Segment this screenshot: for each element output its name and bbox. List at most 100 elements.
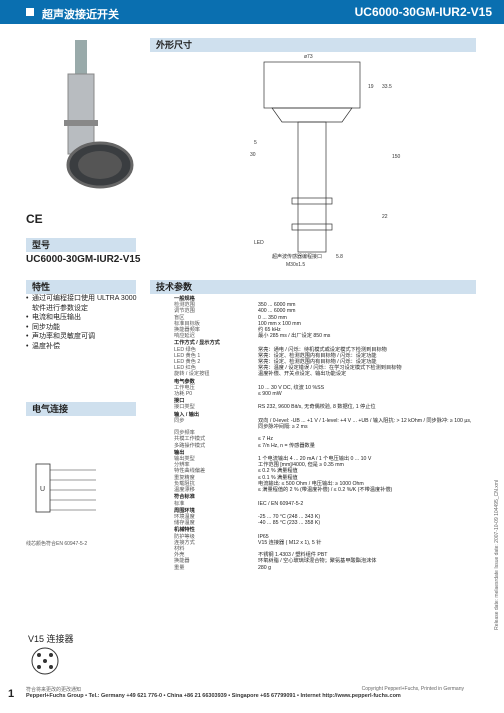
spec-key: 特性曲线偏差 <box>174 468 206 475</box>
spec-value: 常亮：设定、检测范围内有目标物 / 闪烁：设定功能 <box>258 359 377 366</box>
spec-value: 常亮：设定、检测范围内有目标物 / 闪烁：设定功能 <box>258 352 377 359</box>
spec-value <box>258 411 474 418</box>
spec-value: 0 ... 350 mm <box>258 314 287 321</box>
connection-section-header: 电气连接 <box>26 402 136 416</box>
spec-row: 多路操作模式 ≤ 7/n Hz, n = 传感器数量 <box>174 443 474 449</box>
spec-key: 旋转 / 设定按钮 <box>174 371 210 378</box>
spec-value: IEC / EN 60947-5-2 <box>258 500 304 507</box>
spec-row: LED 红色常亮：温度 / 设定错误 / 闪烁：在学习设定模式下检测到目标物 <box>174 365 474 371</box>
spec-row: 特性曲线偏差 ≤ 0.2 % 满量程值 <box>174 468 474 474</box>
spec-key: 防护等级 <box>174 533 195 540</box>
spec-value: ≤ 0.2 % 满量程值 <box>258 468 298 475</box>
spec-key: 负载阻抗 <box>174 480 195 487</box>
spec-value: -25 ... 70 °C (248 ... 343 K) <box>258 513 321 520</box>
spec-key: 外壳 <box>174 552 185 559</box>
spec-row: 机械特性 <box>174 526 474 533</box>
spec-row: 换能器环氧树脂 / 空心玻璃球混合物；聚氨基甲酸酯泡沫体 <box>174 558 474 564</box>
spec-key: 一般规格 <box>174 296 195 302</box>
spec-key: 输入 / 输出 <box>174 411 200 418</box>
spec-key: 周围环境 <box>174 507 195 514</box>
ce-mark: CE <box>26 212 43 226</box>
title-bar: 超声波接近开关 UC6000-30GM-IUR2-V15 <box>0 0 504 24</box>
change-note: 符合将来更改的更改通知 <box>26 687 82 693</box>
spec-key: 工作方式 / 显示方式 <box>174 340 220 347</box>
product-code: UC6000-30GM-IUR2-V15 <box>354 5 492 19</box>
spec-value: 10 ... 30 V DC, 纹波 10 %SS <box>258 384 325 391</box>
dim-label: 5 <box>254 140 257 146</box>
product-image <box>64 40 134 189</box>
spec-row: 换能器频率 约 65 kHz <box>174 327 474 333</box>
spec-row: 功耗 P0≤ 900 mW <box>174 391 474 397</box>
spec-row: 重量 280 g <box>174 565 474 571</box>
spec-value <box>258 526 474 533</box>
page-number: 1 <box>8 688 15 700</box>
spec-row: 分辨率工作范围 [mm]/4000, 但是 ≥ 0.35 mm <box>174 462 474 468</box>
spec-key: 机械特性 <box>174 527 195 534</box>
spec-key: 调节范围 <box>174 308 195 315</box>
spec-key: 输出类型 <box>174 456 195 463</box>
spec-value: ≤ 0.1 % 满量程值 <box>258 474 298 481</box>
brand-square-icon <box>26 8 34 16</box>
copyright: Copyright Pepperl+Fuchs, Printed in Germ… <box>361 686 464 692</box>
spec-key: 换能器频率 <box>174 327 200 334</box>
spec-key: LED 绿色 <box>174 346 196 353</box>
features-section-header: 特性 <box>26 280 136 294</box>
spec-key: 同步 <box>174 417 185 424</box>
v15-connector-label: V15 连接器 <box>28 634 74 644</box>
spec-row: 同步频率 <box>174 430 474 436</box>
spec-value: 350 ... 6000 mm <box>258 302 296 309</box>
dim-label: LED <box>254 240 264 246</box>
dimension-drawing: ø73 19 33.5 5 30 M30x1.5 LED 150 22 5.8 … <box>250 54 401 268</box>
spec-key: 同步频率 <box>174 430 195 437</box>
connection-diagram: U <box>35 463 96 513</box>
spec-row: 环境温度 -25 ... 70 °C (248 ... 343 K) <box>174 514 474 520</box>
spec-value: 温度补偿、开关点设定、输出功能设定 <box>258 371 347 378</box>
spec-key: 重量 <box>174 564 185 571</box>
spec-row: 接口 <box>174 397 474 404</box>
release-info: Release date: melaesrdate Issue date: 20… <box>494 480 500 630</box>
spec-key: 环境温度 <box>174 513 195 520</box>
spec-row: 温度漂移≤ 满量程值的 2 % (带温度补偿) / ≤ 0.2 %/K (不带温… <box>174 487 474 493</box>
dimensions-section-header: 外形尺寸 <box>150 38 476 52</box>
spec-row: 负载阻抗电流输出: ≤ 500 Ohm / 电压输出: ≥ 1000 Ohm <box>174 481 474 487</box>
spec-value: ≤ 7/n Hz, n = 传感器数量 <box>258 442 315 449</box>
spec-key: 工作电压 <box>174 384 195 391</box>
spec-row: 重复精度≤ 0.1 % 满量程值 <box>174 475 474 481</box>
spec-key: 多路操作模式 <box>174 442 206 449</box>
spec-key: 接口类型 <box>174 404 195 411</box>
spec-value: 280 g <box>258 564 271 571</box>
spec-row: 符合标准 <box>174 493 474 500</box>
spec-key: 接口 <box>174 398 185 405</box>
spec-value <box>258 493 474 500</box>
spec-value: 约 65 kHz <box>258 327 281 334</box>
spec-value: 常亮：通电 / 闪烁：待机模式或设定模式下检测到目标物 <box>258 346 387 353</box>
spec-row: 电气参数 <box>174 378 474 385</box>
feature-item: 同步功能 <box>26 323 144 333</box>
spec-value: 1 个电流输出 4 ... 20 mA / 1 个电压输出 0 ... 10 V <box>258 456 372 463</box>
spec-value: RS 232, 9600 Bit/s, 无奇偶校验, 8 数据位, 1 停止位 <box>258 404 376 411</box>
spec-row: 周围环境 <box>174 507 474 514</box>
dim-label: 19 <box>368 84 374 90</box>
spec-row: 工作方式 / 显示方式 <box>174 339 474 346</box>
spec-value <box>258 339 474 346</box>
spec-key: LED 红色 <box>174 365 196 372</box>
model-name: UC6000-30GM-IUR2-V15 <box>26 254 141 265</box>
spec-row: 储存温度-40 ... 85 °C (233 ... 358 K) <box>174 520 474 526</box>
spec-row: 输出类型 1 个电流输出 4 ... 20 mA / 1 个电压输出 0 ... … <box>174 456 474 462</box>
product-category: 超声波接近开关 <box>42 9 119 21</box>
spec-value <box>258 295 474 302</box>
spec-value: V15 连接器 ( M12 x 1), 5 针 <box>258 539 322 546</box>
contact-line: Pepperl+Fuchs Group • Tel.: Germany +49 … <box>26 693 401 699</box>
spec-row: 检测范围 350 ... 6000 mm <box>174 302 474 308</box>
spec-key: 检测范围 <box>174 302 195 309</box>
model-section-header: 型号 <box>26 238 136 252</box>
spec-value <box>258 378 474 385</box>
footer: 1 符合将来更改的更改通知 Copyright Pepperl+Fuchs, P… <box>0 684 504 713</box>
